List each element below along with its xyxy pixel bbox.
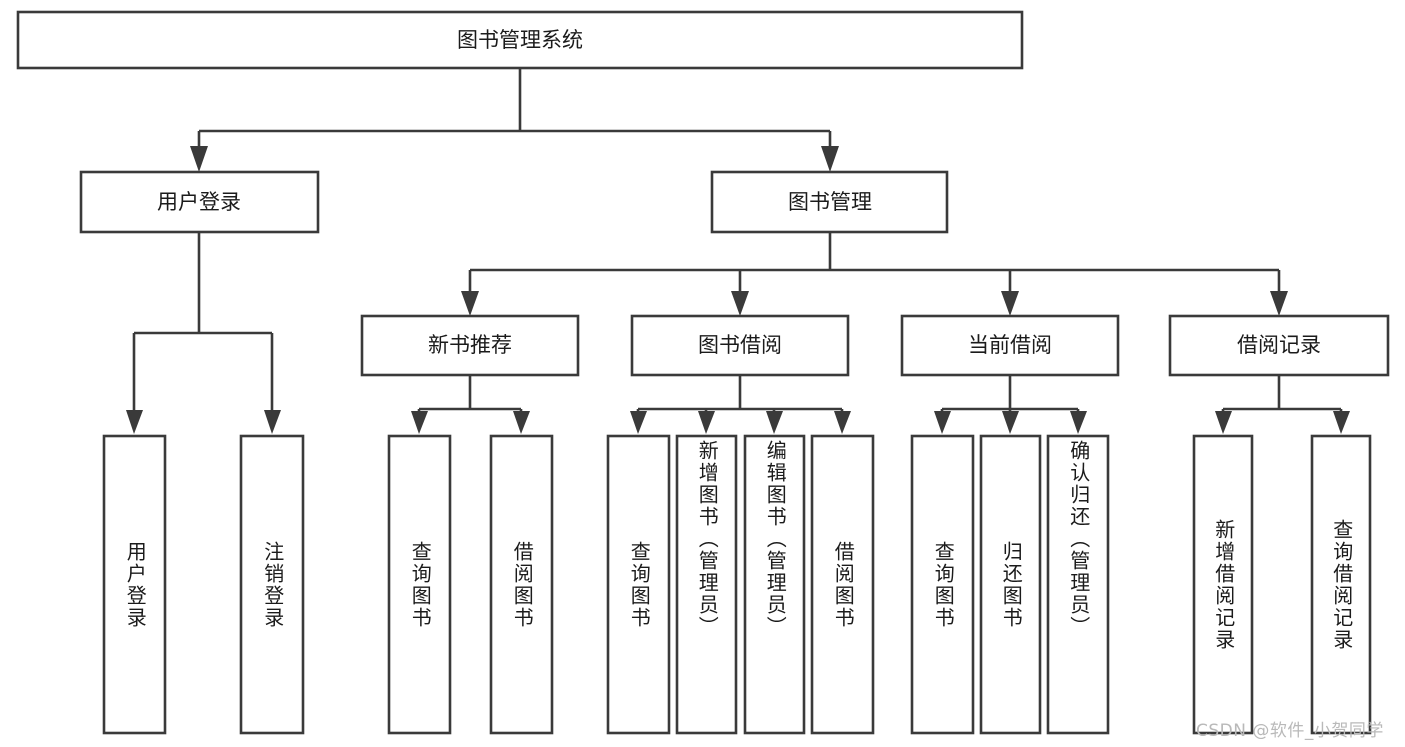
leaf-box-new-book-0[interactable] [387, 434, 452, 735]
arrow-book-mgmt [821, 146, 839, 172]
node-current-borrow-label: 当前借阅 [968, 333, 1052, 357]
arrow-leaf-c1 [934, 411, 951, 434]
node-book-borrow-label: 图书借阅 [698, 333, 782, 357]
connector-group-current-borrow-to-leaves [934, 375, 1087, 434]
node-borrow-record-label: 借阅记录 [1237, 333, 1321, 357]
leaf-box-user-login-1[interactable] [239, 434, 305, 735]
arrow-leaf-r1 [1215, 411, 1232, 434]
node-current-borrow[interactable] [900, 314, 1120, 377]
connector-group-book-mgmt-to-level3 [461, 232, 1288, 316]
arrow-leaf-c3 [1070, 411, 1087, 434]
connector-group-usr-login-to-leaves [126, 232, 281, 434]
leaf-box-current-borrow-0[interactable] [910, 434, 975, 735]
csdn-watermark: CSDN @软件_小贺同学 [1196, 721, 1384, 741]
node-root-system[interactable] [16, 10, 1024, 70]
connector-group-book-borrow-to-leaves [630, 375, 851, 434]
connector-group-borrow-record-to-leaves [1215, 375, 1350, 434]
node-book-management-label: 图书管理 [788, 190, 872, 214]
leaf-box-current-borrow-2[interactable] [1046, 434, 1110, 735]
leaf-box-book-borrow-3[interactable] [810, 434, 875, 735]
leaf-box-borrow-record-1[interactable] [1310, 434, 1372, 735]
leaf-box-book-borrow-0[interactable] [606, 434, 671, 735]
arrow-leaf-n2 [513, 411, 530, 434]
node-root-system-label: 图书管理系统 [457, 28, 583, 52]
node-user-login[interactable] [79, 170, 320, 234]
arrow-user-login [190, 146, 208, 172]
node-new-book-recommend[interactable] [360, 314, 580, 377]
leaf-box-user-login-0[interactable] [102, 434, 167, 735]
arrow-leaf-c2 [1002, 411, 1019, 434]
connector-group-root-to-level2 [190, 68, 839, 172]
arrow-leaf-b1 [630, 411, 647, 434]
arrow-leaf-r2 [1333, 411, 1350, 434]
node-borrow-record[interactable] [1168, 314, 1390, 377]
connector-group-new-book-to-leaves [411, 375, 530, 434]
arrow-leaf-b3 [766, 411, 783, 434]
leaf-box-book-borrow-2[interactable] [743, 434, 806, 735]
node-user-login-label: 用户登录 [157, 190, 241, 214]
node-book-borrow[interactable] [630, 314, 850, 377]
arrow-leaf-b4 [834, 411, 851, 434]
arrow-borrow-record [1270, 291, 1288, 316]
arrow-leaf-u1 [126, 410, 143, 434]
leaf-box-book-borrow-1[interactable] [675, 434, 738, 735]
arrow-new-book [461, 291, 479, 316]
leaf-box-borrow-record-0[interactable] [1192, 434, 1254, 735]
node-book-management[interactable] [710, 170, 949, 234]
leaf-box-current-borrow-1[interactable] [979, 434, 1042, 735]
arrow-leaf-n1 [411, 411, 428, 434]
node-new-book-recommend-label: 新书推荐 [428, 333, 512, 357]
arrow-current-borrow [1001, 291, 1019, 316]
arrow-book-borrow [731, 291, 749, 316]
arrow-leaf-b2 [698, 411, 715, 434]
leaf-box-new-book-1[interactable] [489, 434, 554, 735]
arrow-leaf-u2 [264, 410, 281, 434]
